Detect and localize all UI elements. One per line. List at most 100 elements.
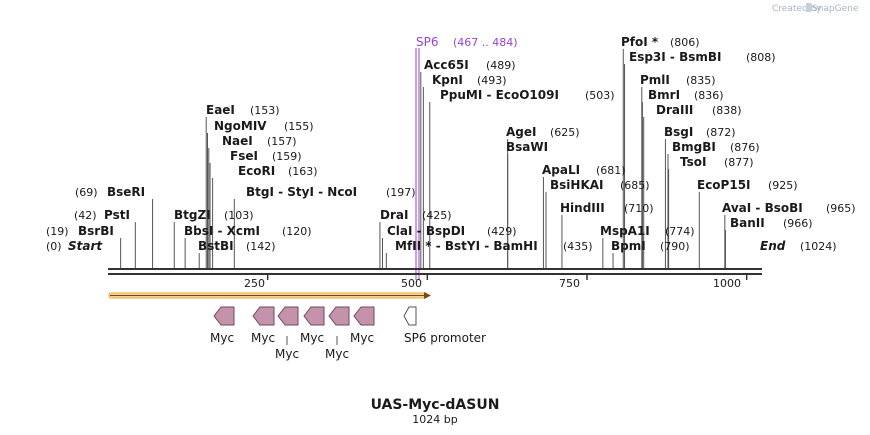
enzyme-bmgbi[interactable]: BmgBI — [672, 140, 716, 154]
sp6-primer-name[interactable]: SP6 — [416, 35, 439, 49]
map-title: UAS-Myc-dASUN — [371, 397, 500, 413]
enzyme-bmri[interactable]: BmrI — [648, 88, 680, 102]
cut-site-lines — [120, 49, 726, 268]
myc-label-4: Myc — [300, 331, 324, 345]
ruler-ticks — [266, 275, 748, 280]
myc-label-3: Myc — [275, 347, 299, 361]
map-length: 1024 bp — [412, 413, 457, 426]
enzyme-pos-drai: (425) — [422, 209, 452, 222]
enzyme-eaei[interactable]: EaeI — [206, 103, 235, 117]
enzyme-pos-ecop15i: (925) — [768, 179, 798, 192]
enzyme-tsoi[interactable]: TsoI — [680, 155, 706, 169]
enzyme-psti[interactable]: PstI — [104, 208, 130, 222]
enzyme-btgzi[interactable]: BtgZI — [174, 208, 211, 222]
credit-brand: SnapGene — [812, 4, 859, 14]
orf-arrowhead-icon — [424, 292, 431, 299]
start-position: (0) — [46, 240, 62, 253]
myc-label-5: Myc — [325, 347, 349, 361]
start-label: Start — [68, 239, 103, 253]
enzyme-drai[interactable]: DraI — [380, 208, 408, 222]
enzyme-pos-draiii: (838) — [712, 104, 742, 117]
enzyme-pos-bpmi: (790) — [660, 240, 690, 253]
enzyme-pos-psti: (42) — [74, 209, 97, 222]
enzyme-pos-pfoi: (806) — [670, 36, 700, 49]
enzyme-pos-tsoi: (877) — [724, 156, 754, 169]
enzyme-draiii[interactable]: DraIII — [656, 103, 693, 117]
myc-feature-6[interactable] — [353, 306, 375, 326]
enzyme-pos-banii: (966) — [783, 217, 813, 230]
enzyme-bstbi[interactable]: BstBI — [198, 239, 234, 253]
enzyme-pos-bbsi-xcmi: (120) — [282, 225, 312, 238]
enzyme-pos-naei: (157) — [267, 135, 297, 148]
tick-1000: 1000 — [713, 277, 741, 290]
myc-feature-3[interactable] — [277, 306, 299, 326]
enzyme-pos-bstbi: (142) — [246, 240, 276, 253]
enzyme-pos-bmri: (836) — [694, 89, 724, 102]
tick-750: 750 — [559, 277, 580, 290]
enzyme-pos-esp3i-bsmbi: (808) — [746, 51, 776, 64]
enzyme-pos-ecori: (163) — [288, 165, 318, 178]
enzyme-kpni[interactable]: KpnI — [432, 73, 463, 87]
enzyme-bpmi[interactable]: BpmI — [611, 239, 646, 253]
enzyme-mspa1i[interactable]: MspA1I — [600, 224, 650, 238]
enzyme-labels: (19) BsrBI (42) PstI (69) BseRI BtgZI (1… — [46, 35, 856, 253]
sp6-primer-range: (467 .. 484) — [453, 36, 518, 49]
enzyme-pos-mspa1i: (774) — [665, 225, 695, 238]
enzyme-pfoi[interactable]: PfoI * — [621, 35, 659, 49]
enzyme-bsgi[interactable]: BsgI — [664, 125, 693, 139]
enzyme-pos-apali: (681) — [596, 164, 626, 177]
enzyme-pos-pmli: (835) — [686, 74, 716, 87]
sequence-strand-top — [108, 268, 762, 270]
enzyme-ecori[interactable]: EcoRI — [238, 164, 275, 178]
end-position: (1024) — [800, 240, 837, 253]
enzyme-clai-bspdi[interactable]: ClaI - BspDI — [387, 224, 465, 238]
enzyme-pos-bseri: (69) — [75, 186, 98, 199]
enzyme-pos-ppumi-eco0109i: (503) — [585, 89, 615, 102]
enzyme-mfii-bstyi-bamhi[interactable]: MfII * - BstYI - BamHI — [395, 239, 538, 253]
enzyme-esp3i-bsmbi[interactable]: Esp3I - BsmBI — [629, 50, 721, 64]
enzyme-pos-acc65i: (489) — [486, 59, 516, 72]
sequence-strand-bottom — [108, 273, 762, 275]
enzyme-avai-bsobi[interactable]: AvaI - BsoBI — [722, 201, 803, 215]
myc-feature-4[interactable] — [303, 306, 325, 326]
enzyme-bsihkai[interactable]: BsiHKAI — [550, 178, 604, 192]
enzyme-pmli[interactable]: PmlI — [640, 73, 670, 87]
enzyme-bseri[interactable]: BseRI — [107, 185, 145, 199]
enzyme-pos-fsei: (159) — [272, 150, 302, 163]
enzyme-bsawi[interactable]: BsaWI — [506, 140, 548, 154]
enzyme-pos-ngomiv: (155) — [284, 120, 314, 133]
enzyme-agei[interactable]: AgeI — [506, 125, 536, 139]
enzyme-btgi-styi-ncoi[interactable]: BtgI - StyI - NcoI — [246, 185, 357, 199]
enzyme-ecop15i[interactable]: EcoP15I — [697, 178, 751, 192]
sp6-promoter-feature[interactable] — [403, 306, 417, 326]
enzyme-pos-eaei: (153) — [250, 104, 280, 117]
enzyme-ngomiv[interactable]: NgoMIV — [214, 119, 267, 133]
enzyme-pos-btgzi: (103) — [224, 209, 254, 222]
enzyme-pos-clai-bspdi: (429) — [487, 225, 517, 238]
snapgene-logo-icon — [806, 3, 811, 12]
myc-feature-2[interactable] — [252, 306, 275, 326]
enzyme-naei[interactable]: NaeI — [222, 134, 253, 148]
myc-feature-5[interactable] — [328, 306, 350, 326]
enzyme-apali[interactable]: ApaLI — [542, 163, 580, 177]
enzyme-pos-btgi-styi-ncoi: (197) — [386, 186, 416, 199]
enzyme-banii[interactable]: BanII — [730, 216, 765, 230]
myc-feature-1[interactable] — [213, 306, 235, 326]
enzyme-pos-mfii-bstyi-bamhi: (435) — [563, 240, 593, 253]
enzyme-pos-bsgi: (872) — [706, 126, 736, 139]
enzyme-fsei[interactable]: FseI — [230, 149, 258, 163]
enzyme-hindiii[interactable]: HindIII — [560, 201, 605, 215]
myc-label-6: Myc — [350, 331, 374, 345]
tick-250: 250 — [244, 277, 265, 290]
myc-label-1: Myc — [210, 331, 234, 345]
credit-prefix: Created by — [772, 4, 822, 14]
enzyme-bbsi-xcmi[interactable]: BbsI - XcmI — [184, 224, 260, 238]
enzyme-pos-bmgbi: (876) — [730, 141, 760, 154]
enzyme-bsrbi[interactable]: BsrBI — [78, 224, 114, 238]
enzyme-ppumi-eco0109i[interactable]: PpuMI - EcoO109I — [440, 88, 559, 102]
enzyme-pos-bsrbi: (19) — [46, 225, 69, 238]
enzyme-pos-kpni: (493) — [477, 74, 507, 87]
enzyme-acc65i[interactable]: Acc65I — [424, 58, 469, 72]
